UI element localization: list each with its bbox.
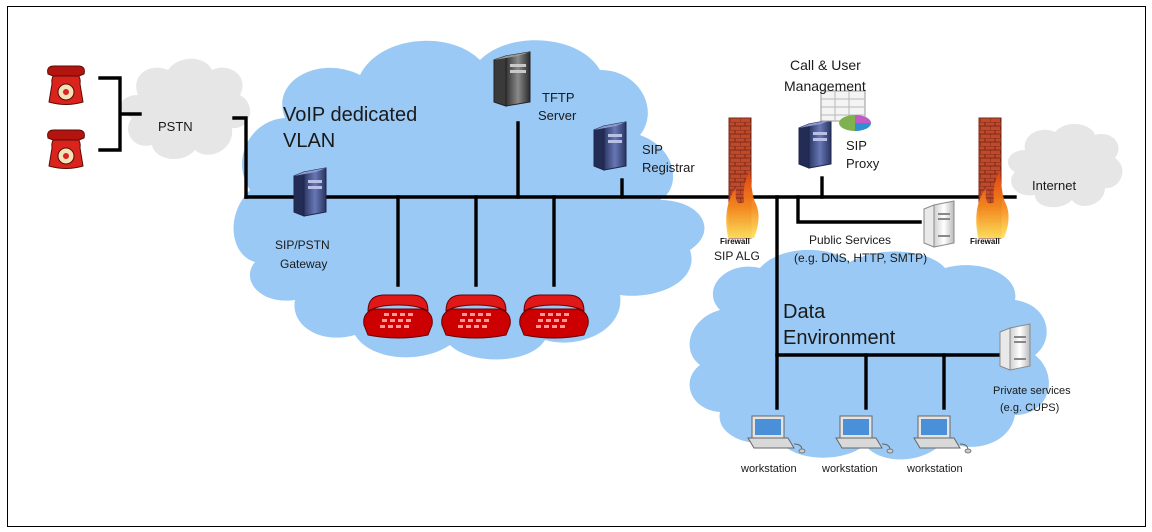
pstn-phone-bottom (47, 129, 85, 169)
tftp-label-line2: Server (538, 108, 577, 123)
sip-proxy-server-icon (798, 119, 832, 169)
ip-phone-1-icon (363, 294, 433, 339)
firewall-right-icon (975, 117, 1010, 239)
voip-vlan-title-line2: VLAN (283, 130, 335, 152)
private-server-icon (999, 323, 1031, 371)
sip-registrar-label-line2: Registrar (642, 160, 695, 175)
private-services-label-line1: Private services (993, 385, 1071, 397)
voip-vlan-title-line1: VoIP dedicated (283, 104, 417, 126)
workstation-1-label: workstation (740, 463, 797, 475)
sip-alg-label: SIP ALG (714, 249, 760, 263)
pstn-phone-top (47, 65, 85, 105)
firewall-right-label: Firewall (970, 237, 1000, 246)
management-database-icon (820, 90, 871, 131)
call-management-label-line1: Call & User (790, 57, 861, 73)
ip-phone-3-icon (519, 294, 589, 339)
internet-cloud (1007, 124, 1123, 208)
public-server-icon (923, 200, 955, 248)
workstation-2-label: workstation (821, 463, 878, 475)
gateway-uplink (232, 116, 248, 199)
sip-registrar-server-icon (593, 121, 627, 171)
sip-registrar-label-line1: SIP (642, 142, 663, 157)
call-management-label-line2: Management (784, 78, 866, 94)
public-services-label-line1: Public Services (809, 233, 891, 247)
firewall-left-label: Firewall (720, 237, 750, 246)
data-environment-label-line2: Environment (783, 327, 896, 349)
pstn-cloud (120, 58, 251, 160)
pstn-label: PSTN (158, 119, 193, 134)
diagram-frame (7, 6, 1146, 527)
gateway-server-icon (293, 167, 327, 217)
ip-phone-2-icon (441, 294, 511, 339)
public-services-link (796, 195, 922, 224)
private-services-label-line2: (e.g. CUPS) (1000, 402, 1059, 414)
public-services-label-line2: (e.g. DNS, HTTP, SMTP) (794, 251, 927, 265)
data-environment-label-line1: Data (783, 301, 826, 323)
sip-proxy-label-line2: Proxy (846, 156, 880, 171)
pstn-link (98, 76, 142, 152)
gateway-label-line1: SIP/PSTN (275, 238, 330, 252)
tftp-server-icon (493, 51, 531, 107)
internet-label: Internet (1032, 178, 1076, 193)
firewall-left-icon (725, 117, 760, 239)
tftp-label-line1: TFTP (542, 90, 575, 105)
voip-vlan-cloud (233, 40, 705, 360)
sip-proxy-label-line1: SIP (846, 138, 867, 153)
gateway-label-line2: Gateway (280, 257, 327, 271)
workstation-3-label: workstation (906, 463, 963, 475)
